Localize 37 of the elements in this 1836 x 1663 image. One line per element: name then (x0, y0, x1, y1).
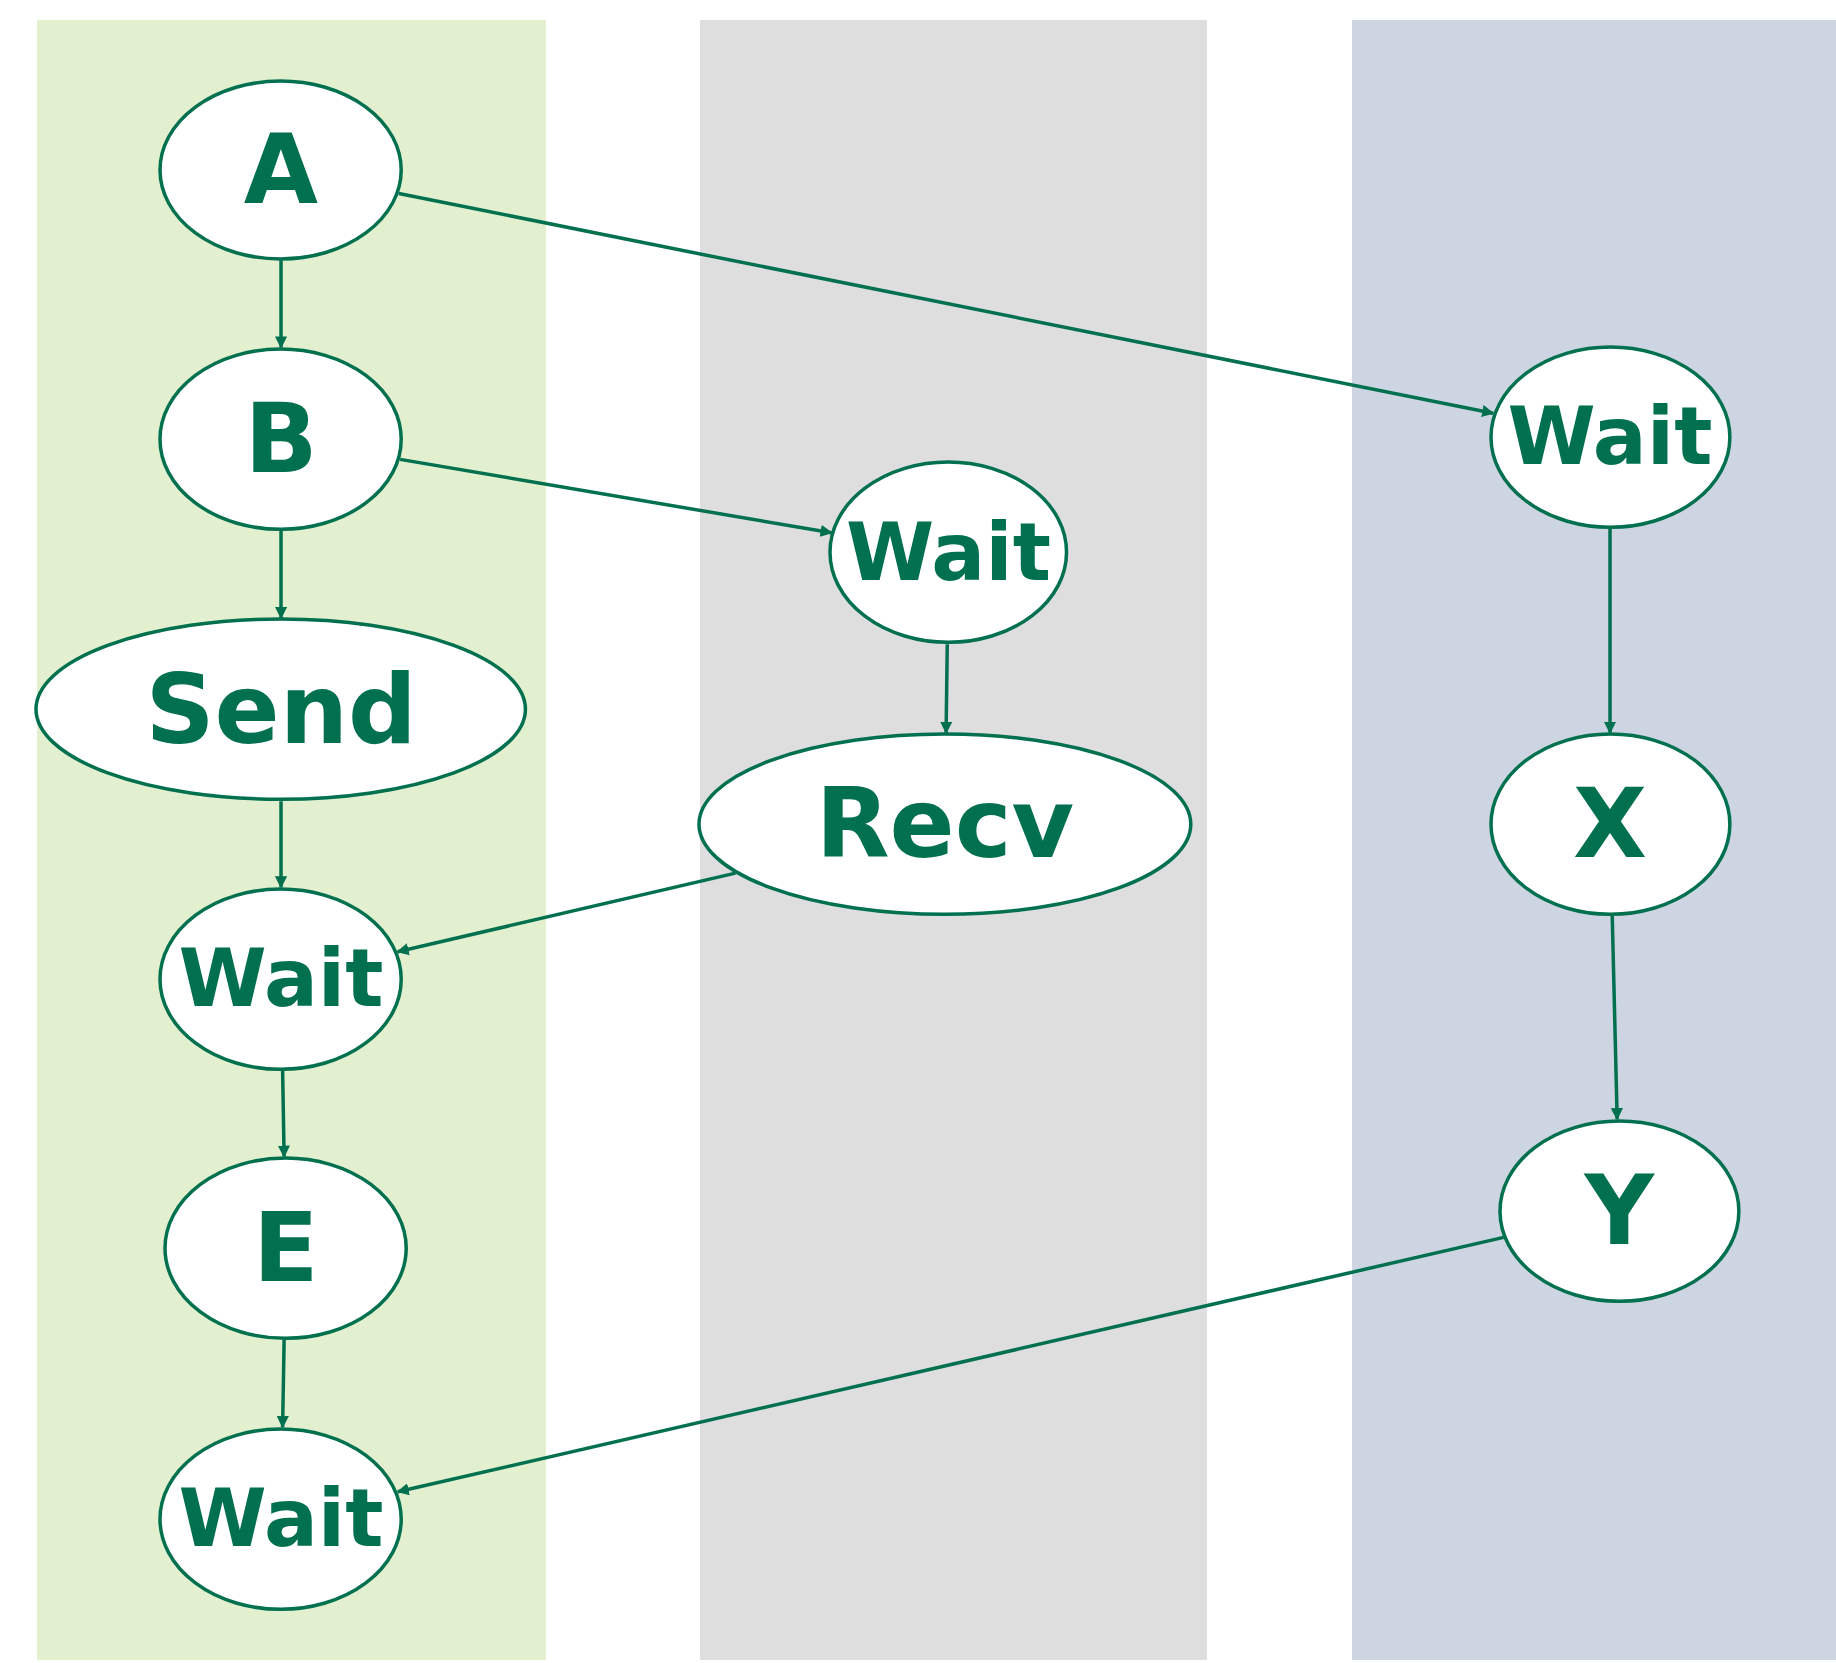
node-label: Y (1584, 1162, 1655, 1259)
swimlane-band (700, 19, 1208, 1661)
node-label: A (243, 121, 319, 218)
ellipse-node (160, 348, 402, 530)
swimlane-band (37, 19, 546, 1661)
arrow (1603, 528, 1617, 734)
arrow (276, 1339, 289, 1429)
ellipse-node (165, 1158, 407, 1339)
arrow (940, 644, 953, 734)
node-label: Wait (1507, 396, 1713, 477)
arrow (274, 530, 288, 620)
node-label: B (244, 391, 318, 488)
swimlane-band (1352, 19, 1836, 1661)
ellipse-node (36, 619, 526, 800)
ellipse-node (1499, 1120, 1739, 1301)
node-label: Send (145, 661, 417, 758)
ellipse-node (830, 462, 1067, 643)
ellipse-node (699, 734, 1191, 915)
arrow (274, 260, 288, 349)
arrow (277, 1070, 291, 1158)
arrow (396, 1235, 1505, 1496)
ellipse-node (160, 1428, 402, 1609)
node-label: Wait (178, 938, 384, 1019)
node-label: X (1573, 776, 1647, 873)
arrow (398, 191, 1495, 418)
arrow (396, 871, 736, 956)
ellipse-node (1490, 346, 1730, 527)
node-label: Recv (815, 776, 1075, 873)
node-label: Wait (845, 512, 1051, 593)
arrow (399, 457, 833, 537)
node-label: Wait (178, 1478, 384, 1559)
node-label: E (252, 1200, 319, 1297)
arrow (1610, 915, 1623, 1121)
ellipse-node (160, 888, 402, 1069)
ellipse-node (160, 80, 402, 259)
ellipse-node (1490, 734, 1730, 915)
arrow (274, 801, 288, 889)
